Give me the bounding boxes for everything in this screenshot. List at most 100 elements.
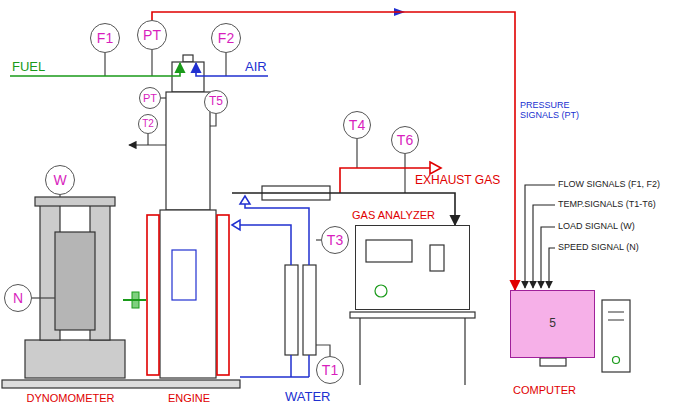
stream-label: AIR (245, 60, 267, 75)
sensor-tag: T1 (322, 362, 338, 378)
sensor-stem-part (104, 53, 105, 76)
signal-line-part (525, 185, 555, 288)
sensor-stem-part (225, 53, 226, 76)
sensor-tag: T5 (209, 95, 223, 109)
sensor-stem-part (151, 50, 152, 76)
sensor-tag: T2 (142, 118, 154, 130)
rotameter-part (303, 265, 316, 355)
drive-shaft (123, 299, 146, 301)
base-platform-part (2, 380, 240, 388)
sensor-stem-part (161, 97, 166, 98)
sensor-tag: PT (143, 92, 157, 105)
sensor-tag: W (53, 172, 66, 188)
water-line-part (245, 204, 309, 265)
sensor-stem-part (316, 345, 330, 356)
signal-label: LOAD SIGNAL (W) (558, 221, 635, 231)
sensor-circle: W (45, 165, 75, 195)
sensor-circle: F1 (90, 23, 120, 53)
analyzer-panel-part (366, 240, 412, 262)
water-line-part (240, 355, 309, 377)
sensor-tag: T4 (349, 117, 365, 133)
computer-tower-part (613, 357, 620, 364)
sensor-circle: T4 (343, 111, 371, 139)
sensor-circle: PT (139, 87, 161, 109)
sensor-stem-part (210, 114, 216, 126)
monitor-screen: 5 (510, 290, 595, 358)
sensor-tag: N (13, 290, 23, 306)
signal-line-part (533, 205, 555, 288)
water-line-part (232, 220, 240, 230)
sensor-circle: T3 (321, 226, 349, 254)
base-platform (2, 380, 240, 388)
analyzer-panel-part (375, 285, 387, 297)
part-label: COMPUTER (513, 384, 576, 397)
signal-label: PRESSURE SIGNALS (PT) (520, 100, 598, 121)
computer-tower-part (608, 312, 624, 320)
sensor-tag: T6 (397, 132, 413, 148)
engine-figure-part (160, 210, 216, 378)
machine-figure: ENGINE (146, 55, 232, 405)
sensor-circle: T6 (391, 126, 419, 154)
engine-figure-part (147, 215, 159, 375)
dynamometer-figure (25, 197, 125, 378)
signal-label: SPEED SIGNAL (N) (558, 242, 639, 252)
gas-analyzer-box: GAS ANALYZER (355, 225, 470, 310)
engine-figure-part (183, 55, 193, 62)
stream-label: EXHAUST GAS (415, 174, 500, 188)
dynamometer-figure-part (35, 197, 115, 206)
signal-line (152, 12, 515, 290)
analyzer-table-part (350, 312, 475, 318)
sensor-circle: PT (137, 20, 167, 50)
sensor-tag: F1 (97, 30, 113, 46)
coolant-outlet-arrow (129, 145, 166, 146)
sensor-circle: F2 (211, 23, 241, 53)
water-line (232, 196, 309, 377)
computer-unit: 5COMPUTER (505, 290, 640, 402)
sensor-circle: T5 (204, 90, 228, 114)
signal-line-part (549, 248, 555, 288)
analyzer-panel-part (430, 245, 444, 271)
computer-tower-part (602, 300, 630, 372)
sensor-stem-part (404, 154, 405, 193)
sensor-stem-part (147, 134, 148, 145)
part-label: GAS ANALYZER (352, 209, 435, 222)
sensor-stem-part (356, 139, 357, 168)
engine-figure-part (172, 250, 196, 300)
stream-label: WATER (285, 390, 331, 405)
exhaust-pipe (232, 193, 455, 225)
rotameter-part (285, 265, 298, 355)
analyzer-table-part (360, 318, 465, 385)
sensor-circle: T2 (138, 114, 158, 134)
machine-figure: DYNOMOMETER (18, 195, 123, 405)
sensor-stem-part (32, 297, 55, 298)
signal-label: TEMP.SIGNALS (T1-T6) (558, 199, 656, 209)
engine-figure-part (172, 62, 204, 92)
dynamometer-figure-part (55, 232, 95, 330)
sensor-tag: PT (143, 27, 161, 43)
coolant-outlet-arrow-part (129, 144, 166, 145)
exhaust-outlet-part (430, 162, 441, 174)
sensor-tag: F2 (218, 30, 234, 46)
part-label: ENGINE (167, 392, 211, 405)
dynamometer-figure-part (25, 340, 125, 378)
signal-line (525, 185, 555, 288)
part-label: DYNOMOMETER (26, 392, 116, 405)
sensor-circle: N (4, 284, 32, 312)
stream-label: FUEL (12, 60, 45, 75)
analyzer-panel (366, 240, 444, 297)
signal-label: FLOW SIGNALS (F1, F2) (558, 179, 660, 189)
analyzer-table (350, 312, 475, 385)
water-line-part (240, 196, 250, 204)
engine-figure-part (217, 215, 229, 375)
sensor-stem-part (59, 195, 60, 197)
sensor-tag: T3 (327, 232, 343, 248)
computer-tower-part (540, 358, 566, 366)
engine-figure-part (166, 92, 210, 210)
sensor-stem (32, 50, 405, 356)
water-line-part (240, 225, 291, 265)
rotameter (285, 265, 316, 355)
sensor-circle: T1 (316, 356, 344, 384)
signal-line-part (541, 227, 555, 288)
